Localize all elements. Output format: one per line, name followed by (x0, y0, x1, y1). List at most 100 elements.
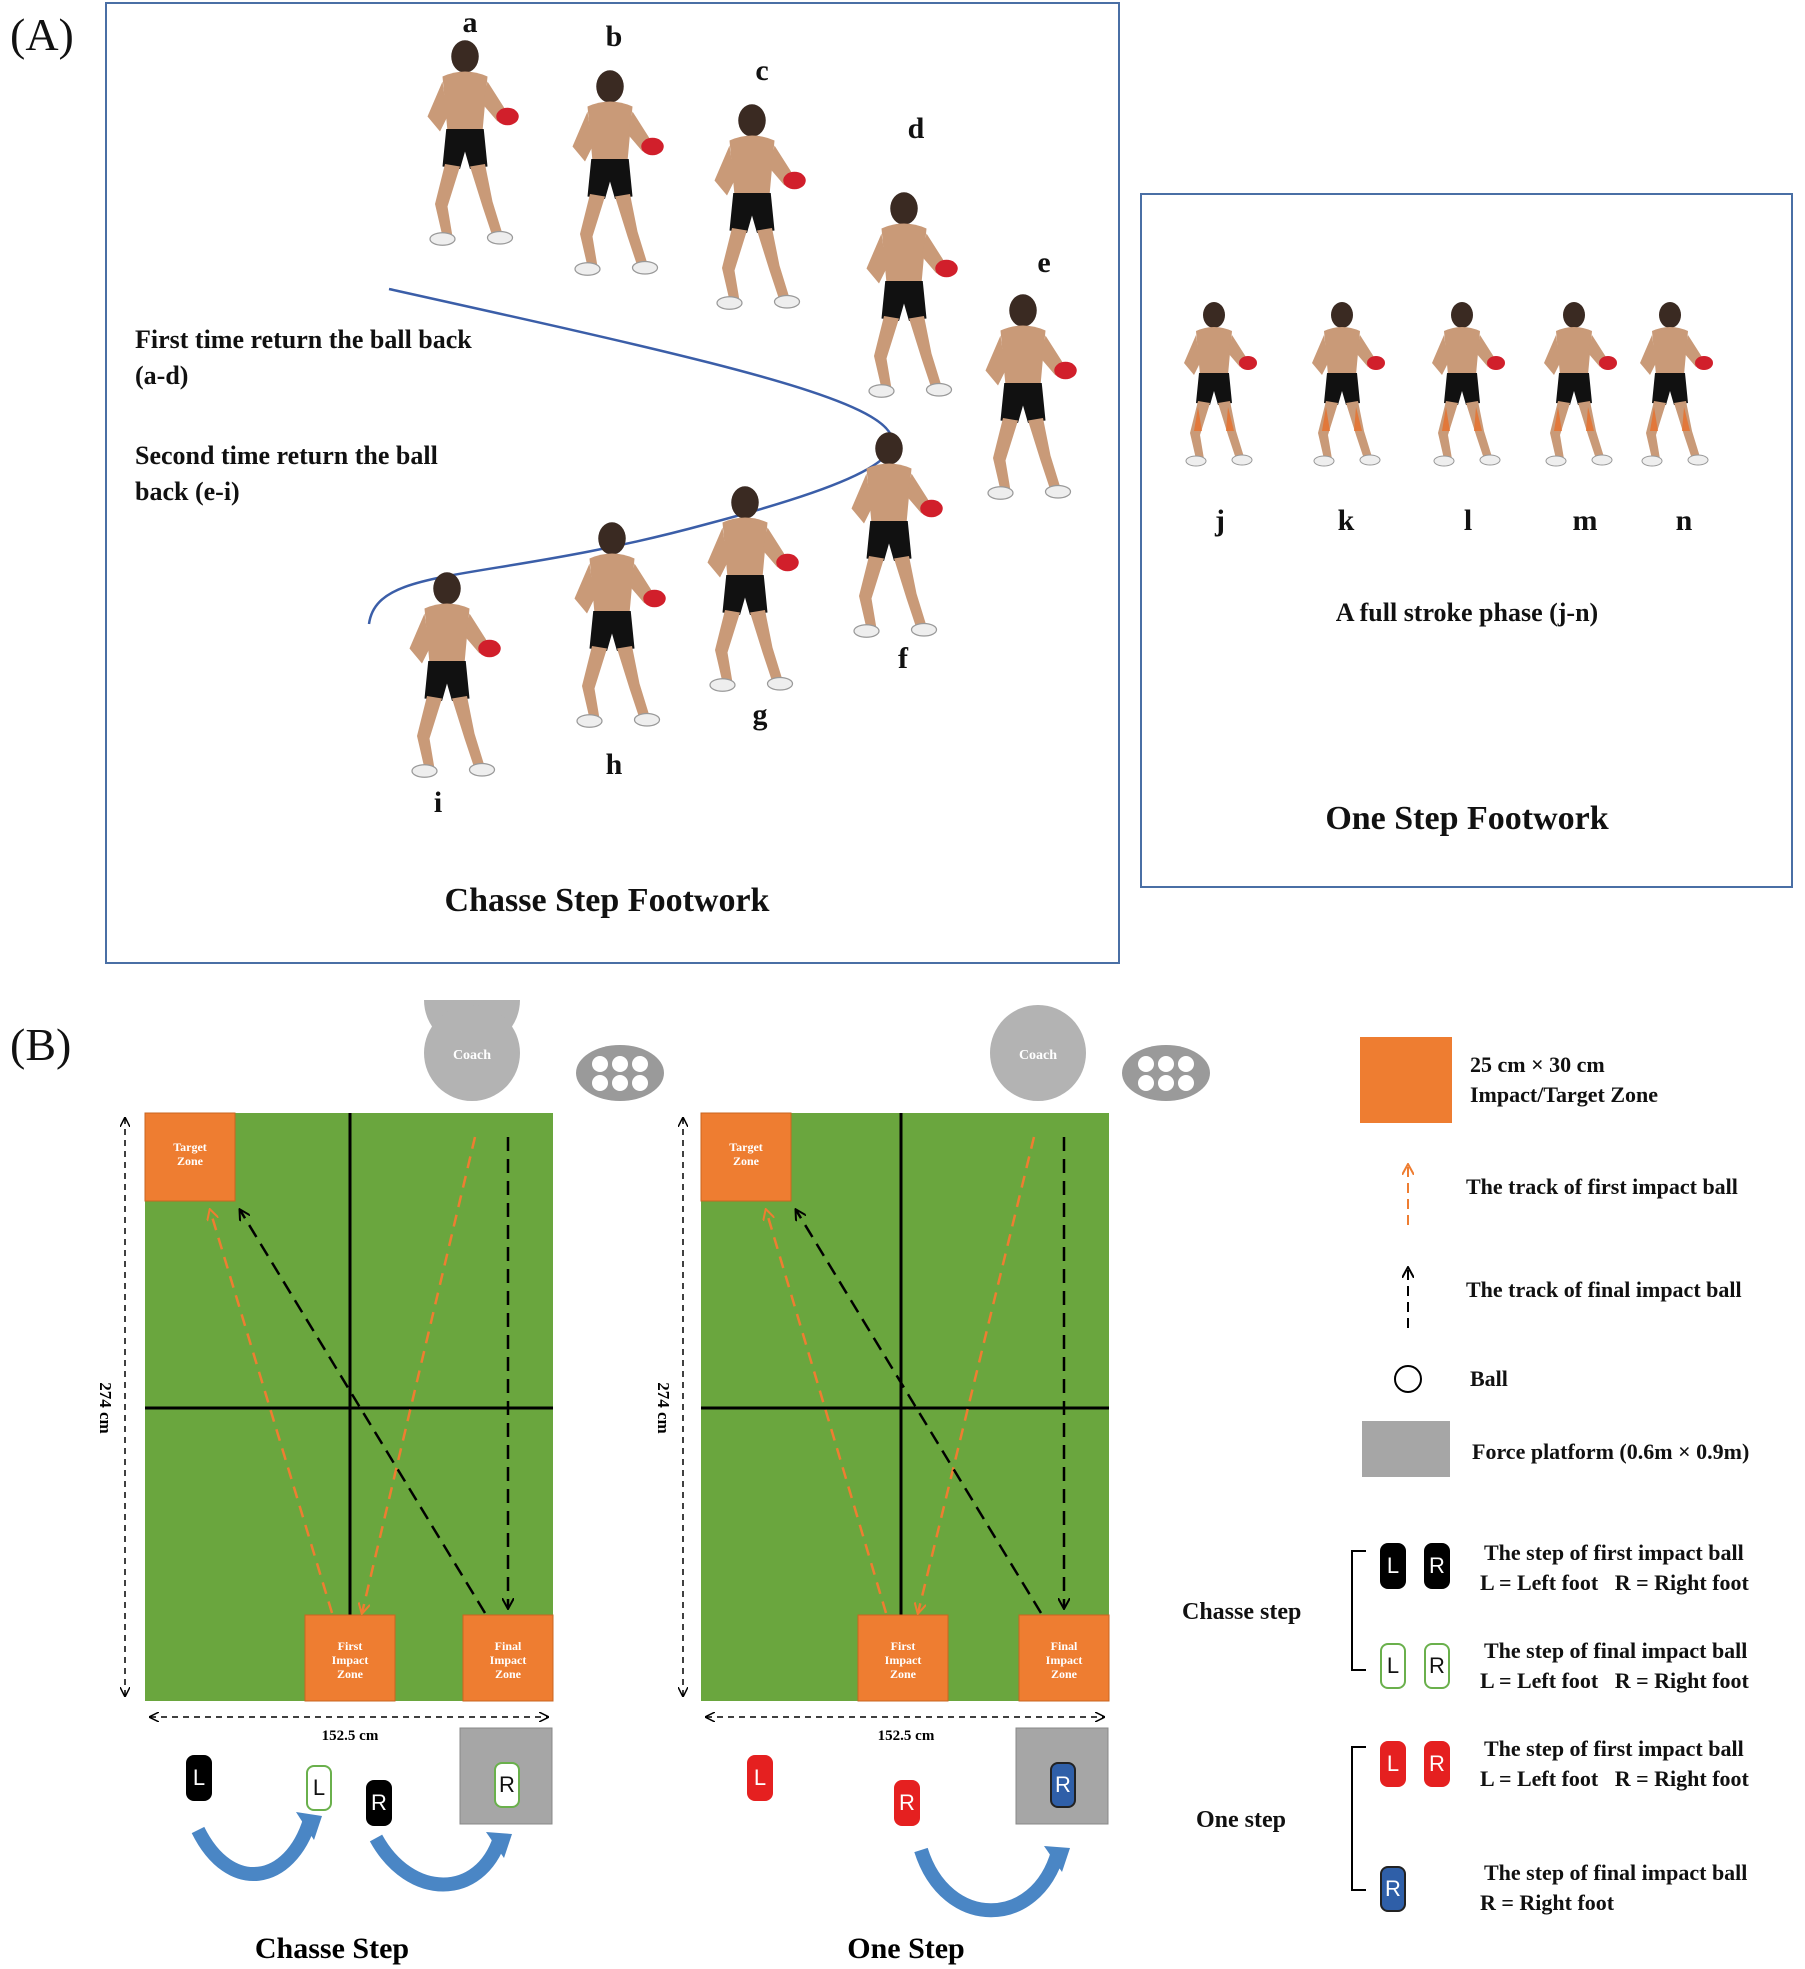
legend-one-label: One step (1196, 1807, 1286, 1833)
athlete-figure-h (574, 522, 666, 728)
caption-one: One Step (847, 1932, 965, 1965)
one-step-illustration (1184, 302, 1713, 467)
target-zone-2 (700, 1112, 792, 1202)
length-label: 274 cm (96, 1382, 115, 1433)
legend-ball-text: Ball (1470, 1366, 1508, 1391)
chasse-trajectory-curve (367, 287, 894, 625)
chasse-footwork-title: Chasse Step Footwork (444, 882, 770, 919)
final-track-up (240, 1210, 487, 1614)
step-arrow-2 (369, 1834, 507, 1892)
athlete-figure-m (1544, 302, 1617, 467)
legend-one-final-step: The step of final impact ball (1484, 1860, 1748, 1885)
legend-one-final-def: R = Right foot (1480, 1890, 1615, 1915)
first-impact-zone-2 (857, 1614, 949, 1702)
legend-one-first-def: L = Left foot R = Right foot (1480, 1766, 1749, 1791)
ball-tray-2 (1122, 1045, 1210, 1101)
panel-b-label: (B) (10, 1019, 72, 1070)
second-return-note: Second time return the ball back (e-i) (135, 441, 438, 506)
one-letter-j: j (1215, 504, 1225, 537)
length-label-2: 274 cm (654, 1382, 673, 1433)
chasse-letter-a: a (462, 6, 478, 39)
final-impact-zone (462, 1614, 554, 1702)
legend-one-R-final: R (1380, 1866, 1406, 1912)
bracket-one (1351, 1746, 1366, 1891)
first-return-note: First time return the ball back (a-d) (135, 325, 472, 390)
chasse-letter-c: c (755, 54, 769, 87)
width-label-2: 152.5 cm (878, 1728, 935, 1744)
athlete-figure-d (866, 192, 958, 398)
athlete-figure-k (1312, 302, 1385, 467)
chasse-letter-d: d (907, 112, 925, 145)
chasse-foot-R-first: R (366, 1780, 392, 1826)
legend-platform (1362, 1421, 1450, 1477)
one-letter-l: l (1463, 504, 1473, 537)
chasse-letter-h: h (605, 748, 623, 781)
legend-zone-swatch (1360, 1037, 1452, 1123)
caption-chasse: Chasse Step (255, 1932, 409, 1965)
legend-ball (1394, 1365, 1422, 1393)
legend-final-track-text: The track of final impact ball (1466, 1277, 1742, 1302)
legend-chasse-first-step: The step of first impact ball (1484, 1540, 1744, 1565)
chasse-letter-f: f (898, 642, 908, 675)
first-impact-zone (304, 1614, 396, 1702)
chasse-foot-R-final: R (494, 1762, 520, 1808)
step-arrow-1 (191, 1817, 317, 1882)
coach-label-2: Coach (1019, 1048, 1057, 1063)
one-foot-R-first: R (894, 1780, 920, 1826)
legend-chasse-final-step: The step of final impact ball (1484, 1638, 1748, 1663)
chasse-foot-L-first: L (186, 1755, 212, 1801)
one-step-footwork-title: One Step Footwork (1325, 800, 1609, 837)
athlete-figure-j (1184, 302, 1257, 467)
legend-chasse-L-first: L (1380, 1543, 1406, 1589)
athlete-figure-n (1640, 302, 1713, 467)
chasse-step-box: First time return the ball back (a-d) Se… (105, 2, 1120, 964)
coach-circle-2 (990, 1005, 1086, 1101)
athlete-figure-l (1432, 302, 1505, 467)
legend-chasse-L-final: L (1380, 1643, 1406, 1689)
one-letter-m: m (1572, 504, 1598, 537)
chasse-letter-e: e (1037, 246, 1051, 279)
athlete-figure-b (572, 70, 664, 276)
athlete-figure-e (985, 294, 1077, 500)
legend-chasse-R-first: R (1424, 1543, 1450, 1589)
athlete-figure-i (409, 572, 501, 778)
one-letter-n: n (1675, 504, 1693, 537)
final-impact-zone-2 (1018, 1614, 1110, 1702)
athlete-figure-f (851, 432, 943, 638)
legend-one-R-first: R (1424, 1741, 1450, 1787)
stroke-phase-note: A full stroke phase (j-n) (1335, 598, 1599, 627)
chasse-foot-L-final: L (306, 1765, 332, 1811)
chasse-letter-b: b (605, 20, 623, 53)
legend-platform-text: Force platform (0.6m × 0.9m) (1472, 1439, 1750, 1464)
chasse-letter-i: i (433, 786, 443, 819)
bracket-chasse (1351, 1550, 1366, 1671)
athlete-figure-g (707, 486, 799, 692)
legend-chasse-label: Chasse step (1182, 1599, 1302, 1625)
legend-chasse-R-final: R (1424, 1643, 1450, 1689)
one-foot-R-final: R (1050, 1762, 1076, 1808)
step-arrow-3 (914, 1847, 1065, 1918)
width-label: 152.5 cm (322, 1728, 379, 1744)
ball-tray (576, 1045, 664, 1101)
target-zone (144, 1112, 236, 1202)
chasse-letter-g: g (752, 698, 768, 731)
legend-one-first-step: The step of first impact ball (1484, 1736, 1744, 1761)
athlete-figure-c (714, 104, 806, 310)
one-letter-k: k (1337, 504, 1355, 537)
athlete-figure-a (427, 40, 519, 246)
chasse-step-illustration (367, 40, 1077, 778)
first-track-up (210, 1210, 334, 1614)
legend-first-track-text: The track of first impact ball (1466, 1174, 1738, 1199)
legend-one-L-first: L (1380, 1741, 1406, 1787)
panel-a-label: (A) (10, 9, 74, 60)
legend-zone-text: 25 cm × 30 cm Impact/Target Zone (1470, 1052, 1659, 1107)
